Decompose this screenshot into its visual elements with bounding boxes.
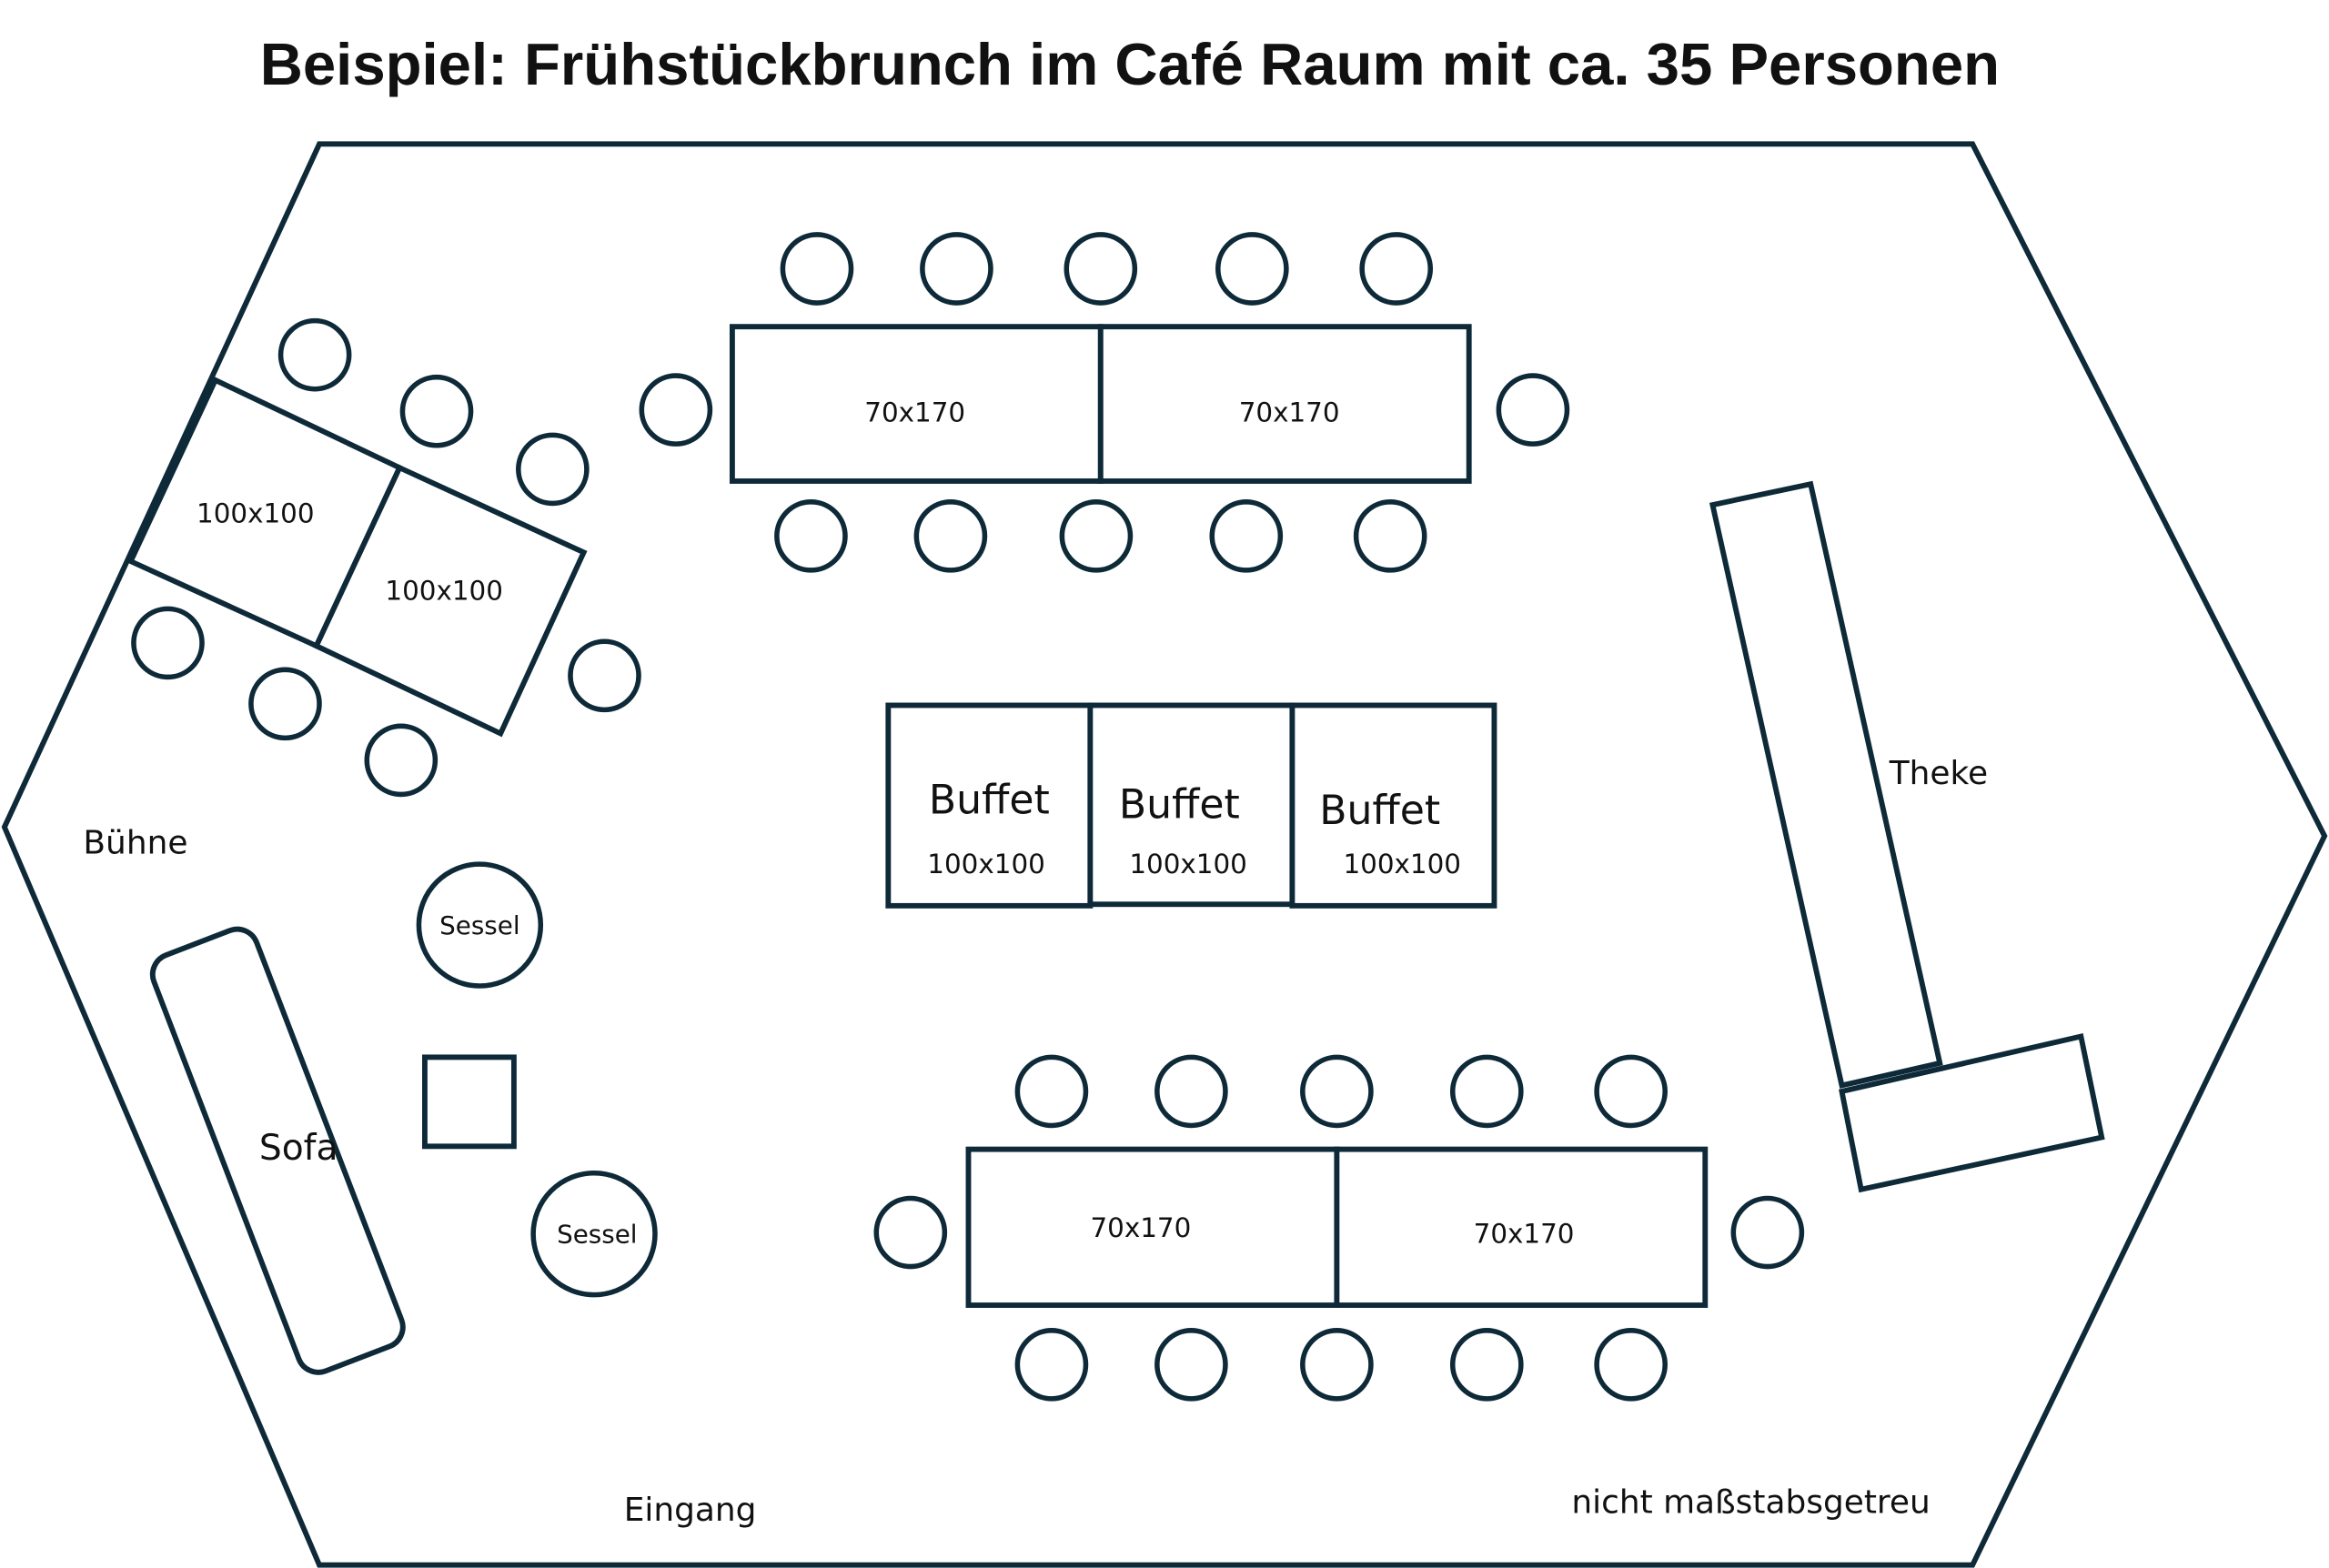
counter-label: Theke (1889, 755, 1988, 792)
chair[interactable] (780, 232, 854, 306)
chair[interactable] (364, 723, 439, 798)
chair[interactable] (639, 373, 713, 447)
chair[interactable] (920, 232, 993, 306)
chair[interactable] (774, 499, 848, 573)
chair[interactable] (1014, 1328, 1089, 1402)
side-table[interactable] (422, 1054, 517, 1150)
armchair-2-label: Sessel (557, 1219, 637, 1249)
chair[interactable] (1300, 1328, 1374, 1402)
chair[interactable] (1449, 1054, 1524, 1129)
chair[interactable] (1059, 499, 1134, 573)
angled-table-segment-2-label: 100x100 (385, 576, 503, 607)
counter-group: Theke (1709, 480, 2105, 1193)
chair[interactable] (1154, 1328, 1228, 1402)
chair[interactable] (399, 374, 474, 448)
chair[interactable] (1209, 499, 1284, 573)
chair[interactable] (1300, 1054, 1374, 1129)
chair[interactable] (1594, 1328, 1668, 1402)
page-title: Beispiel: Frühstückbrunch im Café Raum m… (260, 31, 2000, 97)
counter-short-section[interactable] (1839, 1033, 2105, 1193)
chair[interactable] (1730, 1195, 1805, 1270)
buffet-1-name: Buffet (929, 778, 1050, 824)
chair[interactable] (1496, 373, 1570, 447)
chair[interactable] (248, 667, 322, 741)
buffet-3-size: 100x100 (1343, 849, 1461, 879)
stage-label: Bühne (83, 825, 187, 862)
buffet-table-1[interactable] (885, 702, 1094, 909)
armchair-1-label: Sessel (439, 910, 519, 940)
bottom-table-segment-2-label: 70x170 (1474, 1218, 1575, 1249)
counter-long-section[interactable] (1709, 480, 1943, 1089)
chair[interactable] (1353, 499, 1427, 573)
chair[interactable] (1594, 1054, 1668, 1129)
chair[interactable] (1014, 1054, 1089, 1129)
top-table-group: 70x170 70x170 (639, 232, 1570, 573)
bottom-table-segment-1[interactable] (965, 1146, 1340, 1308)
buffet-group: Buffet Buffet Buffet 100x100 100x100 100… (885, 702, 1497, 909)
buffet-table-2[interactable] (1087, 702, 1296, 908)
chair[interactable] (1449, 1328, 1524, 1402)
top-table-segment-1-label: 70x170 (864, 397, 965, 428)
chair[interactable] (873, 1195, 948, 1270)
buffet-1-size: 100x100 (927, 849, 1045, 879)
bottom-table-segment-2[interactable] (1334, 1146, 1709, 1308)
chair[interactable] (1215, 232, 1289, 306)
entrance-label[interactable]: Eingang (624, 1492, 757, 1529)
angled-table-segment-1-label: 100x100 (197, 498, 315, 529)
scale-note: nicht maßstabsgetreu (1571, 1484, 1930, 1522)
chair[interactable] (913, 499, 988, 573)
chair[interactable] (1359, 232, 1434, 306)
armchair-2[interactable] (530, 1170, 658, 1298)
chair[interactable] (277, 317, 352, 392)
lounge-group: Sofa Sessel Sessel (146, 861, 658, 1379)
chair[interactable] (516, 432, 590, 507)
angled-table-group: 100x100 100x100 (126, 317, 641, 798)
top-table-segment-2[interactable] (1097, 324, 1472, 484)
buffet-2-size: 100x100 (1129, 849, 1247, 879)
bottom-table-segment-1-label: 70x170 (1090, 1212, 1191, 1243)
chair[interactable] (131, 606, 205, 680)
chair[interactable] (1064, 232, 1138, 306)
armchair-1[interactable] (416, 861, 544, 989)
buffet-3-name: Buffet (1319, 788, 1440, 834)
angled-table-segment-2[interactable] (312, 464, 588, 738)
buffet-2-name: Buffet (1119, 782, 1240, 829)
buffet-table-3[interactable] (1289, 702, 1497, 909)
sofa-label: Sofa (259, 1128, 338, 1169)
chair[interactable] (1154, 1054, 1228, 1129)
bottom-table-group: 70x170 70x170 (873, 1054, 1805, 1402)
chair[interactable] (568, 638, 641, 713)
sofa[interactable] (146, 923, 408, 1379)
top-table-segment-2-label: 70x170 (1239, 397, 1340, 428)
